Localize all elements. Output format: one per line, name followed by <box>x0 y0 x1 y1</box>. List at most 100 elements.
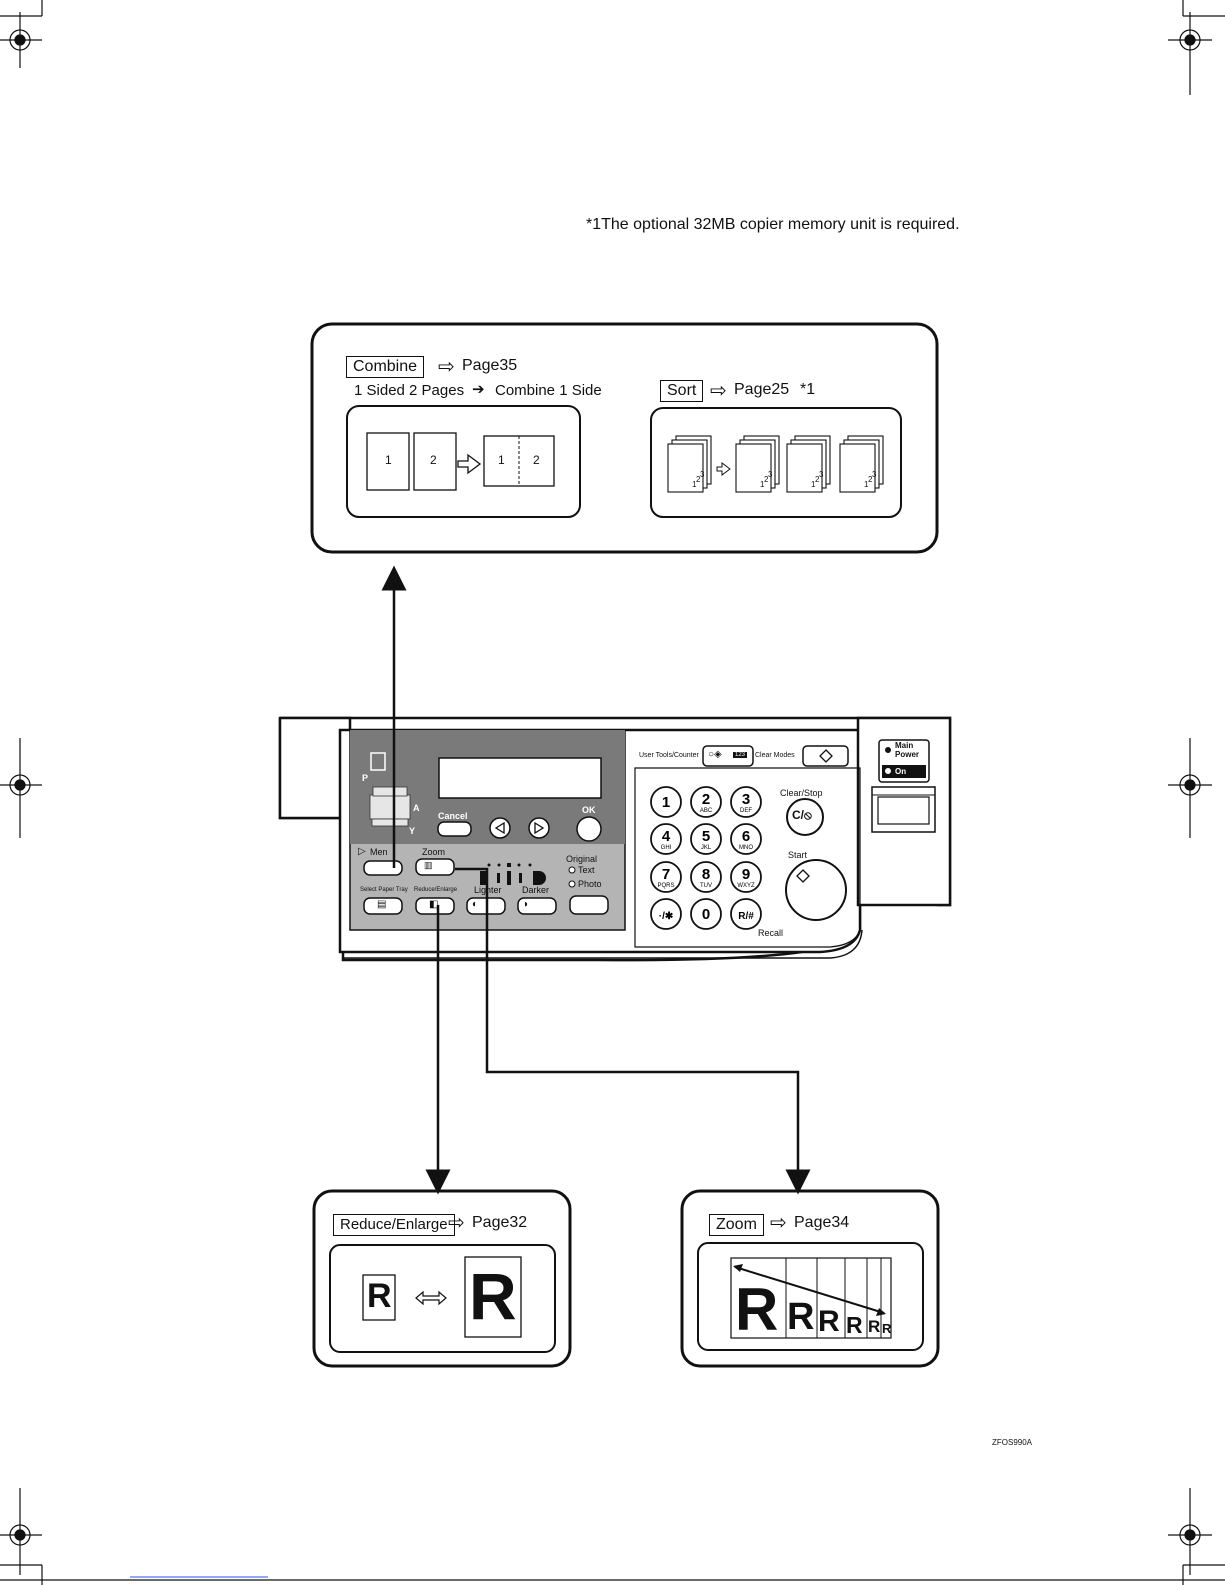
main-power-label-1: Main <box>895 741 914 750</box>
user-tools-icon: ○◈ <box>708 749 722 760</box>
keypad-key[interactable] <box>650 786 682 818</box>
keypad-key-letters: TUV <box>700 883 712 889</box>
text-mode-label: Text <box>578 865 595 875</box>
on-label: On <box>895 767 907 776</box>
keypad-key-letters: DEF <box>740 808 752 814</box>
sort-stack-out-1 <box>735 435 780 493</box>
zoom-to-box-arrow <box>455 867 811 1195</box>
combine-label: Combine <box>346 356 425 378</box>
keypad-key[interactable] <box>730 898 762 930</box>
sort-note: *1 <box>800 381 816 398</box>
combine-page-2-number: 2 <box>430 453 437 467</box>
double-arrow-icon <box>415 1290 447 1306</box>
combined-page-number-2: 2 <box>533 453 540 467</box>
clear-stop-key <box>786 798 824 836</box>
combine-page-ref: Page35 <box>462 357 518 374</box>
reduce-enlarge-key-label: Reduce/Enlarge <box>414 887 458 893</box>
clear-stop-key-label: C/⦸ <box>792 808 812 822</box>
sort-page-ref: Page25 <box>734 381 790 398</box>
sort-page-digit: 2 <box>815 475 820 484</box>
keypad-key[interactable] <box>650 861 682 893</box>
right-key <box>528 817 550 839</box>
combine-arrow-icon <box>457 453 482 475</box>
reduce-page-ref-arrow-icon: ⇨ <box>448 1212 465 1234</box>
menu-label: Men <box>370 847 388 857</box>
original-key <box>569 895 609 915</box>
keypad-key-number: 7 <box>662 866 670 883</box>
keypad-key[interactable] <box>690 898 722 930</box>
figure-id: ZFOS990A <box>992 1438 1033 1447</box>
cancel-key <box>437 821 472 837</box>
darker-label: Darker <box>522 885 550 895</box>
reduce-enlarge-key <box>415 897 455 915</box>
footnote: *1The optional 32MB copier memory unit i… <box>586 216 960 233</box>
paper-tray-icon: ▤ <box>377 899 387 910</box>
zoom-r-2: R <box>787 1296 815 1338</box>
sort-page-digit: 3 <box>819 470 824 479</box>
keypad-key[interactable] <box>650 898 682 930</box>
zoom-r-5: R <box>868 1317 881 1336</box>
zoom-r-4: R <box>846 1312 863 1338</box>
zoom-label: Zoom <box>709 1214 764 1236</box>
zoom-key-icon: ▥ <box>424 860 433 870</box>
start-label: Start <box>788 850 808 860</box>
keypad-key-number: R/# <box>738 911 754 922</box>
zoom-key <box>415 858 455 876</box>
reduce-enlarge-label: Reduce/Enlarge <box>333 1214 455 1236</box>
keypad-key[interactable] <box>690 823 722 855</box>
zoom-page-ref-arrow-icon: ⇨ <box>770 1212 787 1234</box>
keypad-key-number: 5 <box>702 828 710 845</box>
sort-page-digit: 3 <box>768 470 773 479</box>
ok-key <box>576 816 602 842</box>
lcd-display <box>438 757 602 799</box>
side-letter-y: Y <box>409 826 416 836</box>
lighter-label: Lighter <box>474 885 502 895</box>
reduce-page-ref: Page32 <box>472 1214 528 1231</box>
side-letter-a: A <box>413 803 420 813</box>
original-label: Original <box>566 854 598 864</box>
zoom-r-3: R <box>818 1305 840 1338</box>
ok-label: OK <box>582 805 596 815</box>
lighter-icon: ◐ <box>472 899 479 910</box>
main-power-label-2: Power <box>895 750 920 759</box>
sort-arrow-icon <box>716 462 731 476</box>
keypad-key[interactable] <box>730 786 762 818</box>
left-key <box>489 817 511 839</box>
sort-page-digit: 3 <box>872 470 877 479</box>
paper-tray-key <box>363 897 403 915</box>
keypad-key-number: 9 <box>742 866 750 883</box>
menu-key <box>363 860 403 876</box>
keypad-key[interactable] <box>730 823 762 855</box>
recall-label: Recall <box>758 928 784 938</box>
combine-page-1 <box>366 432 410 491</box>
sort-stack-source <box>667 435 712 493</box>
keypad-key[interactable] <box>730 861 762 893</box>
keypad-key-letters: ABC <box>700 808 713 814</box>
keypad-key-number: 2 <box>702 791 710 808</box>
combine-page-ref-arrow-icon: ⇨ <box>438 356 455 378</box>
user-tools-label: User Tools/Counter <box>639 752 699 759</box>
device-icon <box>370 752 386 771</box>
keypad-key-letters: GHI <box>661 845 672 851</box>
sort-page-digit: 3 <box>700 470 705 479</box>
darker-icon: ◗ <box>523 899 530 910</box>
keypad-key-number: 4 <box>662 828 671 845</box>
combine-subtitle-arrow-icon: ➔ <box>472 381 485 398</box>
sort-page-digit: 2 <box>764 475 769 484</box>
keypad-key[interactable] <box>650 823 682 855</box>
select-paper-tray-label: Select Paper Tray <box>360 887 408 893</box>
copier-machine-icon <box>369 786 411 827</box>
keypad-key[interactable] <box>690 786 722 818</box>
keypad-key-letters: MNO <box>739 845 753 851</box>
sort-page-digit: 1 <box>760 480 765 489</box>
keypad-key-letters: PQRS <box>657 883 674 889</box>
keypad-key-number: 3 <box>742 791 750 808</box>
reduce-small-r: R <box>367 1277 392 1315</box>
keypad-key[interactable] <box>690 861 722 893</box>
keypad-key-number: 6 <box>742 828 750 845</box>
cancel-label: Cancel <box>438 811 468 821</box>
sort-label: Sort <box>660 380 704 402</box>
user-tools-key <box>702 745 754 767</box>
